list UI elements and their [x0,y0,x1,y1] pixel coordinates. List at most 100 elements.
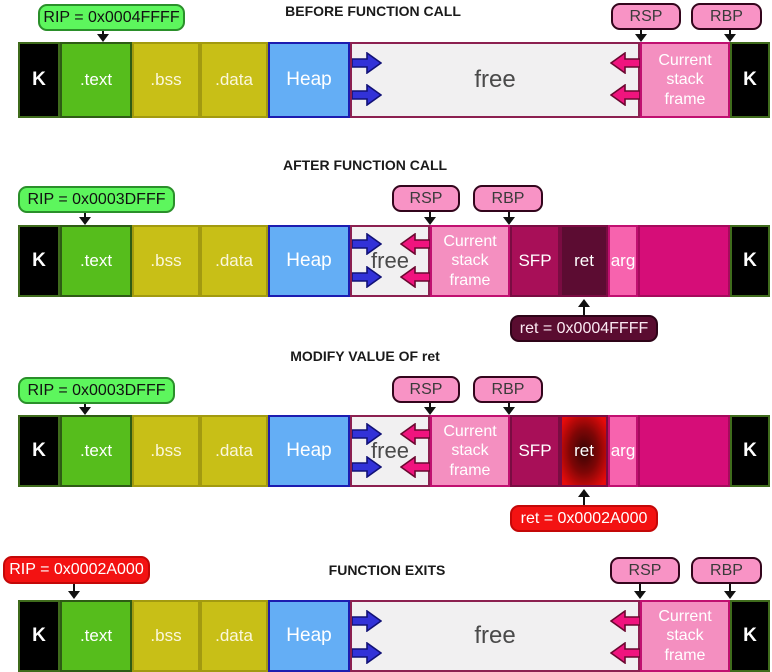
current-stack-frame: Current stack frame [640,600,730,672]
stack-growth-arrow-icon [399,455,431,479]
after-function-call-ret-value-label-pointer-head [578,299,590,307]
kernel-left: K [18,415,60,487]
modify-value-of-ret-ret-value-label-pointer [578,489,590,505]
after-function-call-rbp-label-pointer-line [508,212,510,218]
after-function-call-ret-value-label-pointer-line [583,306,585,315]
after-function-call-rbp-label: RBP [473,185,543,212]
arg-cell: arg [608,415,638,487]
function-exits-rsp-label-pointer-line [639,584,641,592]
modify-value-of-ret-rip-label-pointer-head [79,407,91,415]
data-segment: .data [200,42,268,118]
bss-segment: .bss [132,42,200,118]
stack-growth-arrow-icon [609,83,641,107]
heap-growth-arrow-icon [351,641,383,665]
function-exits-rip-label: RIP = 0x0002A000 [3,556,150,584]
heap-growth-arrow-icon [351,83,383,107]
after-function-call-rsp-label: RSP [392,185,460,212]
before-function-call-rbp-label: RBP [691,3,762,30]
kernel-left: K [18,42,60,118]
after-function-call-rip-label-pointer-line [84,213,86,218]
arg-cell: arg [608,225,638,297]
current-stack-frame: Current stack frame [430,225,510,297]
heap-growth-arrow-icon [351,265,383,289]
before-function-call-rip-label-pointer-head [97,34,109,42]
data-segment: .data [200,600,268,672]
after-function-call-rsp-label-pointer-line [429,212,431,218]
stack-growth-arrow-icon [399,265,431,289]
kernel-right: K [730,415,770,487]
heap-segment: Heap [268,225,350,297]
stack-growth-arrow-icon [609,51,641,75]
kernel-left: K [18,600,60,672]
function-exits-rsp-label-pointer [634,584,646,599]
before-function-call-rip-label: RIP = 0x0004FFFF [38,4,185,31]
before-function-call-rbp-label-pointer-head [724,34,736,42]
stack-remainder [638,225,730,297]
function-exits-rbp-label-pointer-head [724,591,736,599]
heap-growth-arrow-icon [351,232,383,256]
stack-growth-arrow-icon [399,232,431,256]
stack-growth-arrow-icon [609,609,641,633]
heap-segment: Heap [268,42,350,118]
modify-value-of-ret-rbp-label: RBP [473,376,543,403]
before-function-call-rsp-label-pointer-line [640,30,642,35]
free-segment: free [350,600,640,672]
bss-segment: .bss [132,415,200,487]
current-stack-frame: Current stack frame [430,415,510,487]
after-function-call-ret-value-label: ret = 0x0004FFFF [510,315,658,342]
bss-segment: .bss [132,225,200,297]
modify-value-of-ret-ret-value-label-pointer-head [578,489,590,497]
function-exits-rip-label-pointer [68,584,80,599]
free-segment: free [350,225,430,297]
function-exits-rsp-label: RSP [610,557,680,584]
ret-cell: ret [560,225,608,297]
modify-value-of-ret-ret-value-label-pointer-line [583,496,585,505]
free-segment: free [350,42,640,118]
stack-growth-arrow-icon [399,422,431,446]
function-exits-rbp-label-pointer-line [729,584,731,592]
modify-value-of-ret-rsp-label-pointer-head [424,407,436,415]
stack-growth-arrow-icon [609,641,641,665]
heap-growth-arrow-icon [351,422,383,446]
before-function-call-rbp-label-pointer [724,30,736,42]
modify-value-of-ret-rbp-label-pointer-head [503,407,515,415]
heap-growth-arrow-icon [351,609,383,633]
kernel-right: K [730,42,770,118]
kernel-right: K [730,600,770,672]
kernel-right: K [730,225,770,297]
bss-segment: .bss [132,600,200,672]
before-function-call-rsp-label-pointer [635,30,647,42]
function-exits-title: FUNCTION EXITS [328,562,446,578]
text-segment: .text [60,415,132,487]
before-function-call-rsp-label: RSP [611,3,681,30]
heap-segment: Heap [268,600,350,672]
modify-value-of-ret-rip-label: RIP = 0x0003DFFF [18,377,175,404]
heap-growth-arrow-icon [351,51,383,75]
modify-value-of-ret-rsp-label-pointer [424,403,436,415]
data-segment: .data [200,225,268,297]
kernel-left: K [18,225,60,297]
after-function-call-rip-label-pointer [79,213,91,225]
modify-value-of-ret-rsp-label-pointer-line [429,403,431,408]
sfp-cell: SFP [510,415,560,487]
text-segment: .text [60,225,132,297]
after-function-call-rip-label-pointer-head [79,217,91,225]
function-exits-rip-label-pointer-line [73,584,75,592]
after-function-call-rsp-label-pointer-head [424,217,436,225]
data-segment: .data [200,415,268,487]
function-exits-rip-label-pointer-head [68,591,80,599]
before-function-call-rip-label-pointer-line [102,31,104,35]
modify-value-of-ret-rsp-label: RSP [392,376,460,403]
modify-value-of-ret-ret-value-label: ret = 0x0002A000 [510,505,658,532]
before-function-call-rsp-label-pointer-head [635,34,647,42]
function-exits-rbp-label: RBP [691,557,762,584]
before-function-call-rip-label-pointer [97,31,109,42]
heap-segment: Heap [268,415,350,487]
heap-growth-arrow-icon [351,455,383,479]
modify-value-of-ret-rbp-label-pointer [503,403,515,415]
after-function-call-ret-value-label-pointer [578,299,590,315]
free-segment: free [350,415,430,487]
text-segment: .text [60,42,132,118]
modify-value-of-ret-title: MODIFY VALUE OF ret [290,348,440,364]
after-function-call-rbp-label-pointer-head [503,217,515,225]
